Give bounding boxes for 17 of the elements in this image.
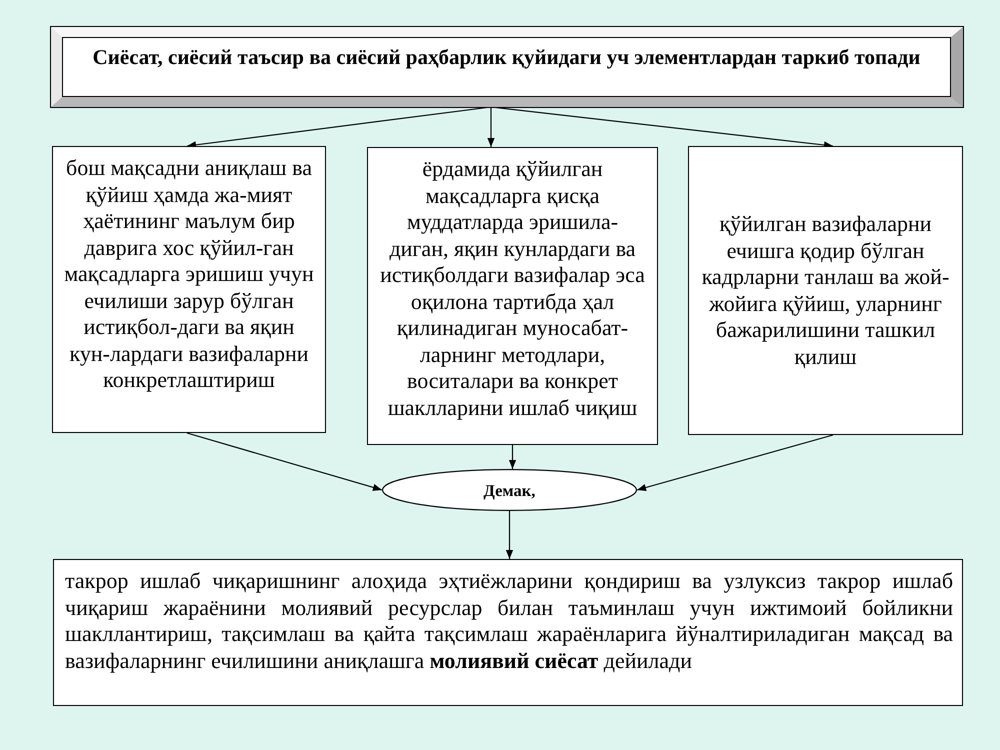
conclusion-ellipse bbox=[382, 469, 637, 511]
arrow bbox=[508, 445, 516, 469]
description-text: ёрдамида қўйилган мақсадларга қисқа муддатларда эришила- диган, яқин кунлардаги ва истиқболдаги вазифалар эса оқилона тартибда ҳал қилинадиган муносабат- ларнинг методлари, воситалари ва конкрет шаклларини ишлаб чиқиш bbox=[379, 156, 646, 421]
description-text: қўйилган вазифаларни ечишга қодир бўлган кадрларни танлаш ва жой- жойига қўйиш, уларнинг бажарилишини ташкил қилиш bbox=[700, 211, 950, 370]
process-box bbox=[367, 147, 658, 445]
process-box bbox=[52, 146, 326, 433]
definition-text: такрор ишлаб чиқаришнинг алоҳида эҳтиёжларини қондириш ва узлуксиз такрор ишлаб чиқариш жараёнини молиявий ресурслар билан таъминлаш учун ижтимоий бойликни шакллантириш, тақсимлаш ва қайта тақсимлаш жараёнларига йўналтириладиган мақсад ва вазифаларнинг ечилишини аниқлашга молиявий сиёсат дейилади bbox=[65, 568, 953, 674]
arrow bbox=[506, 511, 514, 559]
arrow bbox=[487, 107, 495, 147]
header-banner bbox=[51, 27, 963, 107]
definition-box bbox=[53, 559, 963, 706]
conclusion-text: Демак, bbox=[484, 480, 536, 500]
arrow bbox=[636, 434, 834, 492]
arrow bbox=[186, 432, 382, 491]
header-text: Сиёсат, сиёсий таъсир ва сиёсий раҳбарлик қуйидаги уч элементлардан таркиб топади bbox=[92, 45, 920, 69]
description-text: бош мақсадни аниқлаш ва қўйиш ҳамда жа-мият ҳаётининг маълум бир даврига хос қўйил-ган мақсадларга эришиш учун ечилиши зарур бўлган истиқбол-даги ва яқин кун-лардаги вазифаларни конкретлаштириш bbox=[63, 155, 315, 394]
process-box bbox=[688, 146, 963, 435]
